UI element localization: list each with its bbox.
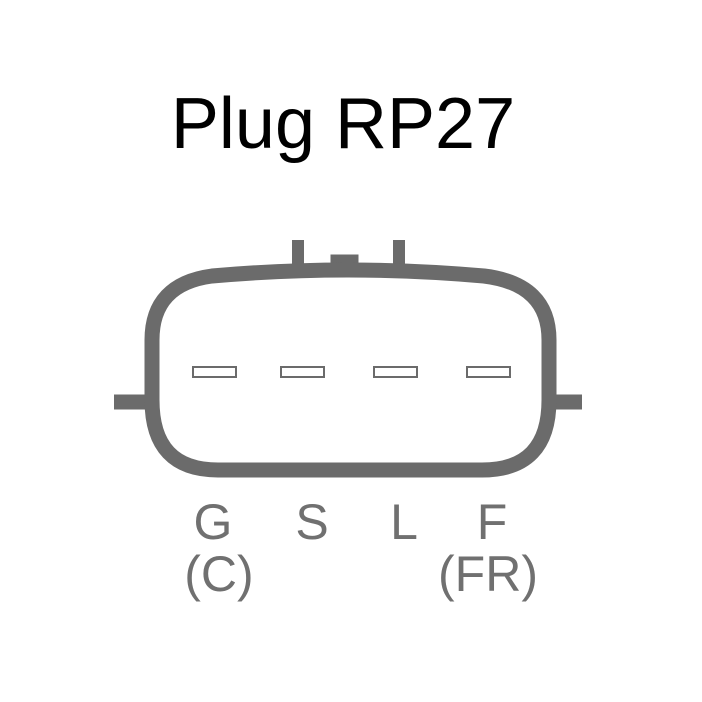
plug-title: Plug RP27 [170, 84, 516, 164]
pin-label-f: F [476, 494, 508, 550]
pin-alt-label-g: (C) [184, 546, 254, 602]
pin-label-g: G [193, 494, 233, 550]
pin-slot-g [192, 366, 237, 378]
pin-slot-f [466, 366, 511, 378]
pin-label-l: L [390, 494, 418, 550]
pin-slot-s [280, 366, 325, 378]
pin-slot-l [373, 366, 418, 378]
pin-alt-label-f: (FR) [438, 546, 538, 602]
pin-label-s: S [295, 494, 329, 550]
connector-body-outline [144, 262, 557, 478]
